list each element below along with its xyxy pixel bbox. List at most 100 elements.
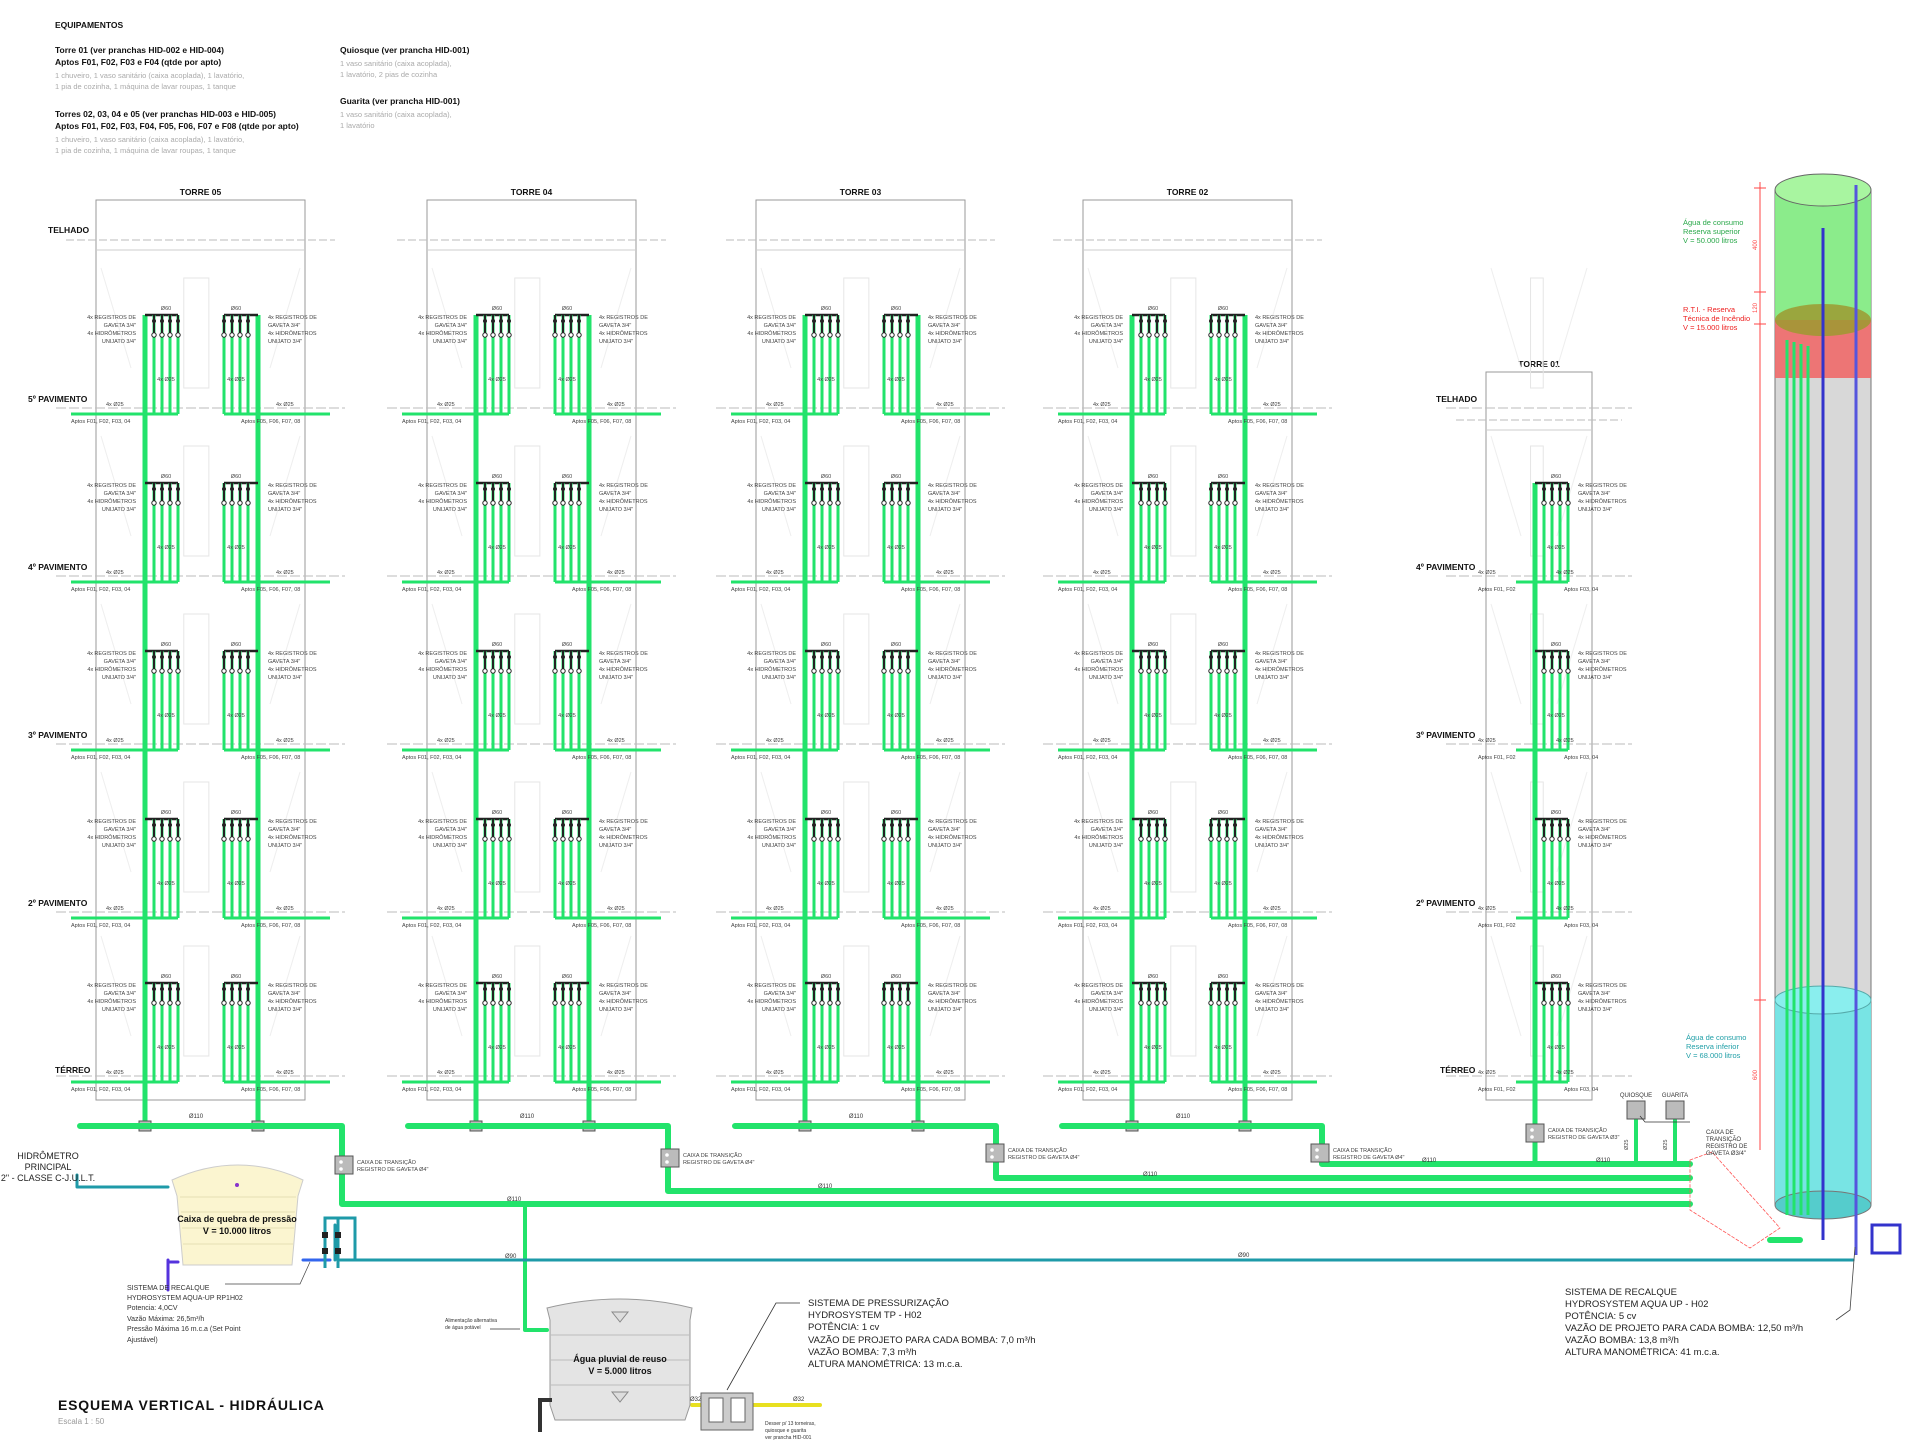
branch-diameter-label: 4x Ø25 bbox=[1263, 570, 1281, 576]
water-meter-icon bbox=[175, 332, 181, 338]
tower-title: TORRE 04 bbox=[511, 187, 553, 197]
riser-note: 4x REGISTROS DE bbox=[928, 483, 977, 489]
gate-valve-icon bbox=[577, 987, 581, 991]
riser-note: UNIJATO 3/4" bbox=[599, 507, 633, 513]
riser-note: 4x REGISTROS DE bbox=[1578, 983, 1627, 989]
branch-diameter-label: 4x Ø25 bbox=[887, 545, 905, 551]
gate-valve-icon bbox=[1155, 987, 1159, 991]
branch-diameter-label: 4x Ø25 bbox=[558, 713, 576, 719]
water-meter-icon bbox=[819, 332, 825, 338]
gate-valve-icon bbox=[238, 655, 242, 659]
riser-note: UNIJATO 3/4" bbox=[1578, 1007, 1612, 1013]
gate-valve-icon bbox=[1155, 655, 1159, 659]
gate-valve-icon bbox=[898, 823, 902, 827]
gate-valve-icon bbox=[160, 487, 164, 491]
gate-valve-icon bbox=[882, 987, 886, 991]
riser-note: 4x HIDRÔMETROS bbox=[87, 998, 136, 1005]
window-outline bbox=[183, 781, 210, 893]
gate-valve-icon bbox=[1163, 487, 1167, 491]
gate-valve-icon bbox=[222, 823, 226, 827]
apartments-label: Aptos F01, F02, F03, 04 bbox=[1058, 923, 1117, 929]
gate-valve-icon bbox=[1147, 319, 1151, 323]
note: ALTURA MANOMÉTRICA: 13 m.c.a. bbox=[808, 1359, 963, 1370]
t01-floor-label-3: 3º PAVIMENTO bbox=[1416, 730, 1476, 740]
gate-valve-icon bbox=[553, 655, 557, 659]
water-meter-icon bbox=[1138, 1000, 1144, 1006]
riser-note: 4x REGISTROS DE bbox=[418, 315, 467, 321]
water-meter-icon bbox=[560, 668, 566, 674]
riser-note: 4x HIDRÔMETROS bbox=[747, 998, 796, 1005]
riser-note: UNIJATO 3/4" bbox=[928, 507, 962, 513]
water-meter-icon bbox=[819, 836, 825, 842]
water-meter-icon bbox=[1541, 1000, 1547, 1006]
water-meter-icon bbox=[229, 1000, 235, 1006]
water-meter-icon bbox=[1232, 332, 1238, 338]
gate-valve-icon bbox=[246, 823, 250, 827]
reservoir-outlet-pipes bbox=[1785, 340, 1810, 1215]
pipe-label-32: Ø32 bbox=[690, 1397, 702, 1403]
gate-valve-icon bbox=[561, 487, 565, 491]
riser-note: GAVETA 3/4" bbox=[599, 991, 631, 997]
riser-note: GAVETA 3/4" bbox=[928, 659, 960, 665]
manifold-diameter-label: Ø60 bbox=[161, 974, 171, 980]
pipe-label-110: Ø110 bbox=[1143, 1172, 1158, 1178]
note: ALTURA MANOMÉTRICA: 41 m.c.a. bbox=[1565, 1347, 1720, 1358]
gate-valve-icon bbox=[483, 655, 487, 659]
water-meter-icon bbox=[237, 1000, 243, 1006]
water-meter-icon bbox=[811, 836, 817, 842]
valve-icon bbox=[1530, 1128, 1534, 1132]
branch-diameter-label: 4x Ø25 bbox=[1144, 545, 1162, 551]
manifold-diameter-label: Ø60 bbox=[821, 474, 831, 480]
water-meter-icon bbox=[1541, 668, 1547, 674]
water-meter-icon bbox=[897, 332, 903, 338]
floor-labels: TELHADO 5º PAVIMENTO 4º PAVIMENTO 3º PAV… bbox=[28, 225, 1477, 1075]
gate-valve-icon bbox=[1558, 655, 1562, 659]
water-meter-icon bbox=[1549, 836, 1555, 842]
branch-diameter-label: 4x Ø25 bbox=[936, 738, 954, 744]
architecture-line bbox=[1490, 603, 1522, 705]
riser-note: GAVETA 3/4" bbox=[1255, 491, 1287, 497]
gate-valve-icon bbox=[1225, 823, 1229, 827]
water-meter-icon bbox=[811, 500, 817, 506]
label: Água de consumo bbox=[1686, 1033, 1746, 1042]
water-meter-icon bbox=[552, 668, 558, 674]
water-meter-icon bbox=[1208, 668, 1214, 674]
riser-note: GAVETA 3/4" bbox=[764, 323, 796, 329]
riser-note: UNIJATO 3/4" bbox=[762, 843, 796, 849]
transition-box-label: CAIXA DE TRANSIÇÃO bbox=[357, 1159, 417, 1166]
branch-diameter-label: 4x Ø25 bbox=[1214, 545, 1232, 551]
lower-reserve-label: Água de consumo Reserva inferior V = 68.… bbox=[1686, 1033, 1746, 1060]
riser-note: 4x HIDRÔMETROS bbox=[928, 498, 977, 505]
water-meter-icon bbox=[167, 500, 173, 506]
riser-note: UNIJATO 3/4" bbox=[1089, 675, 1123, 681]
riser-note: GAVETA 3/4" bbox=[599, 659, 631, 665]
manifold-diameter-label: Ø60 bbox=[1551, 474, 1561, 480]
branch-diameter-label: 4x Ø25 bbox=[607, 570, 625, 576]
apartments-label: Aptos F05, F06, F07, 08 bbox=[901, 755, 960, 761]
t01-floor-label-telhado: TELHADO bbox=[1436, 394, 1477, 404]
window-outline bbox=[183, 445, 210, 557]
main-distribution-pipes: Ø110 Ø110 Ø110 Ø110 Ø110 Ø90 Ø90 Ø32 Ø32 bbox=[75, 1097, 1855, 1407]
branch-diameter-label: 4x Ø25 bbox=[1547, 545, 1565, 551]
branch-diameter-label: 4x Ø25 bbox=[437, 906, 455, 912]
output-note: Desser p/ 13 torneiras, bbox=[765, 1421, 816, 1427]
riser-note: UNIJATO 3/4" bbox=[1255, 339, 1289, 345]
gate-valve-icon bbox=[1147, 487, 1151, 491]
architecture-line bbox=[929, 267, 961, 369]
water-meter-icon bbox=[889, 500, 895, 506]
water-meter-icon bbox=[221, 1000, 227, 1006]
gate-valve-icon bbox=[1542, 823, 1546, 827]
water-meter-icon bbox=[245, 836, 251, 842]
architecture-line bbox=[600, 935, 632, 1037]
apartments-label: Aptos F05, F06, F07, 08 bbox=[241, 923, 300, 929]
water-meter-icon bbox=[175, 668, 181, 674]
gate-valve-icon bbox=[1217, 987, 1221, 991]
transition-box-label: CAIXA DE TRANSIÇÃO bbox=[1333, 1147, 1393, 1154]
riser-note: 4x HIDRÔMETROS bbox=[418, 498, 467, 505]
manifold-diameter-label: Ø60 bbox=[891, 810, 901, 816]
architecture-line bbox=[1556, 267, 1588, 369]
riser-note: GAVETA 3/4" bbox=[599, 827, 631, 833]
branch-diameter-label: 4x Ø25 bbox=[106, 906, 124, 912]
riser-note: GAVETA 3/4" bbox=[1578, 991, 1610, 997]
